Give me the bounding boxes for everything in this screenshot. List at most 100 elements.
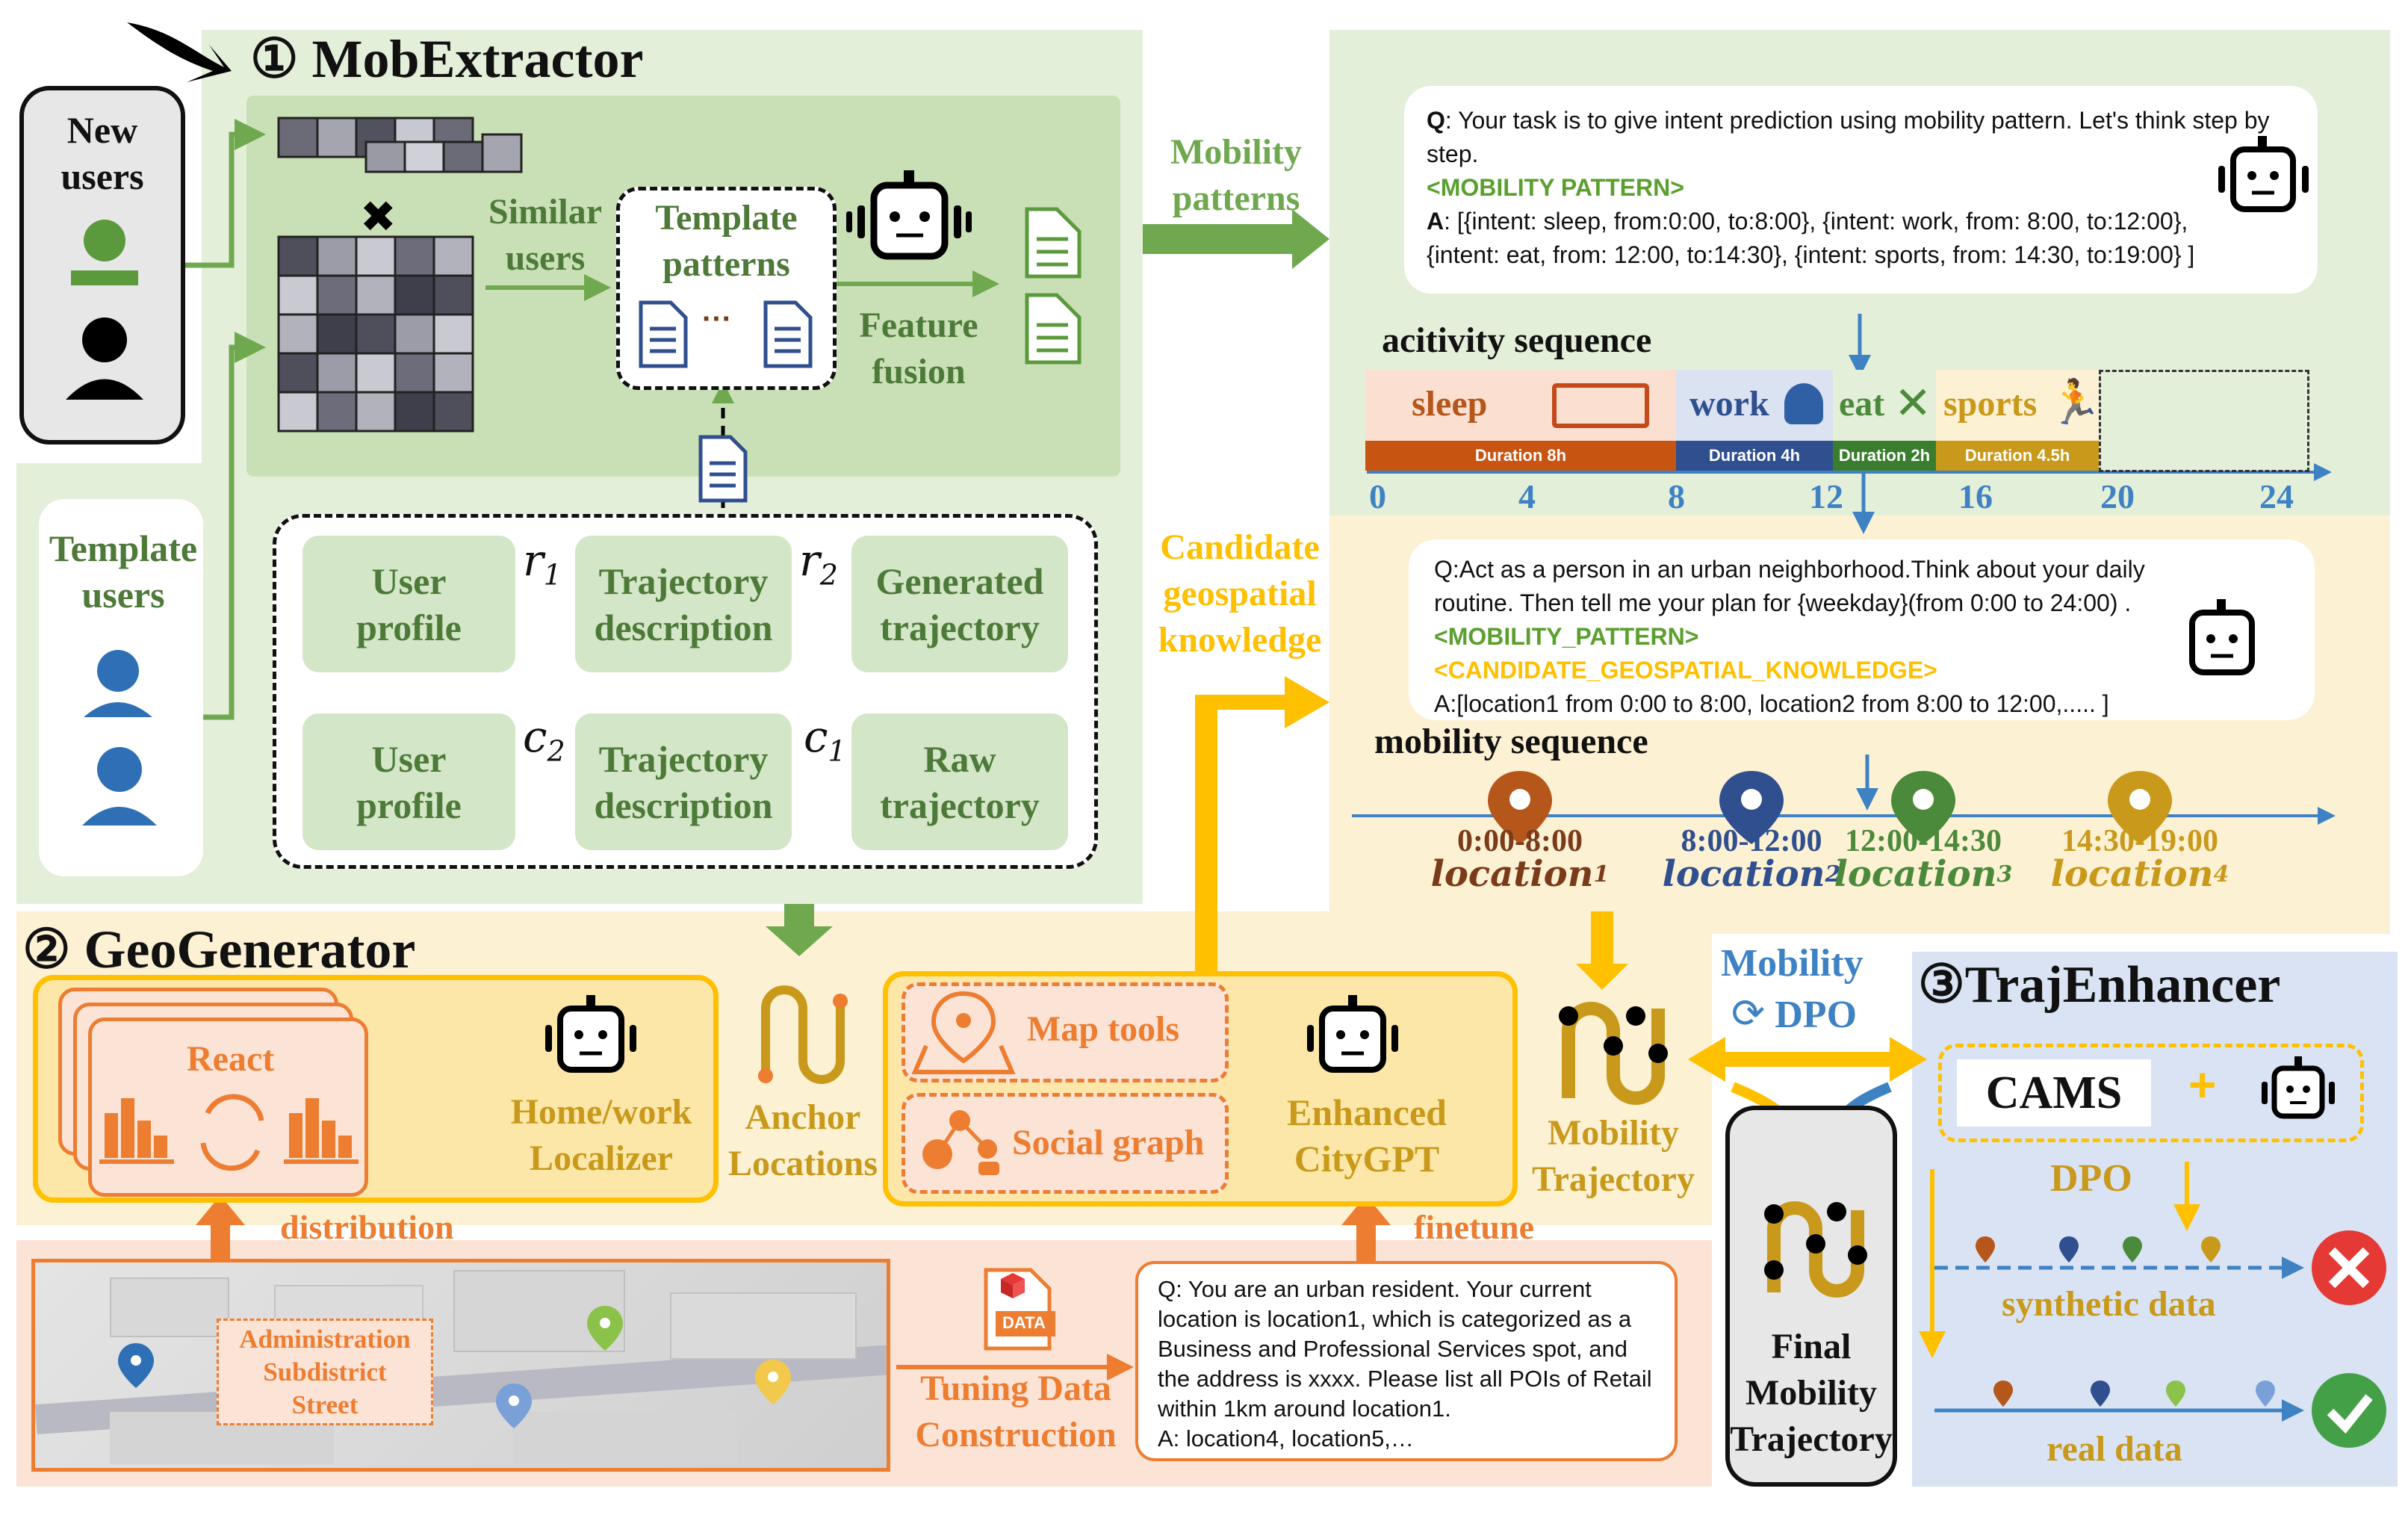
distribution-label: distribution (280, 1208, 454, 1246)
section1-title: ① MobExtractor (250, 29, 644, 89)
map-tools-label: Map tools (1027, 1009, 1179, 1049)
matrix-cell (355, 352, 397, 394)
cams-dashed-box (1938, 1044, 2364, 1142)
pin-icon-3 (1891, 771, 1955, 844)
data-icon-label: DATA (1002, 1313, 1046, 1332)
raw-trajectory-box: Raw trajectory (851, 713, 1068, 850)
intent-prompt-bubble: Q: Your task is to give intent predictio… (1404, 86, 2318, 294)
template-users-label: Template users (49, 527, 198, 616)
cams-label: CAMS (1957, 1059, 2151, 1127)
activity-sequence-title: acitivity sequence (1382, 320, 1652, 360)
mobility-trajectory-label: Mobility Trajectory (1532, 1113, 1695, 1199)
c2-label: c2 (523, 711, 565, 768)
utensils-icon: ✕ (1894, 378, 1932, 428)
synthetic-data-label: synthetic data (2002, 1284, 2216, 1324)
matrix-cell (355, 391, 397, 433)
matrix-cell (316, 391, 358, 433)
final-trajectory-label: Final Mobility Trajectory (1730, 1327, 1893, 1459)
anchor-locations-label: Anchor Locations (727, 1097, 878, 1183)
activity-segment-eat: eat ✕ Duration 2h (1833, 370, 1936, 471)
activity-segment-sleep: sleep Duration 8h (1365, 370, 1676, 471)
map-tools-button (902, 982, 1229, 1082)
trajectory-description-box-2: Trajectory description (575, 713, 792, 850)
matrix-cell (394, 391, 435, 433)
pin-icon-1 (1488, 771, 1552, 844)
feature-fusion-label: Feature fusion (859, 306, 978, 391)
mobility-patterns-label: Mobility patterns (1170, 132, 1302, 218)
tick-0: 0 (1369, 477, 1386, 515)
tuning-data-label: Tuning Data Construction (915, 1369, 1117, 1455)
ellipsis: ··· (702, 303, 732, 335)
admin-subdistrict-box: Administration Subdistrict Street (217, 1319, 433, 1425)
similar-users-label: Similar users (488, 192, 602, 278)
matrix-cell (432, 391, 474, 433)
start-arrow (127, 22, 232, 82)
map-view[interactable] (31, 1259, 890, 1472)
poi-prompt-bubble: Q: You are an urban resident. Your curre… (1135, 1261, 1678, 1461)
worker-icon (1784, 383, 1823, 424)
social-graph-button (902, 1093, 1229, 1194)
finetune-label: finetune (1414, 1208, 1534, 1246)
activity-segment-work: work Duration 4h (1676, 370, 1833, 471)
plus-sign: + (2188, 1058, 2217, 1112)
trajectory-description-box-1: Trajectory description (575, 536, 792, 672)
cycle-icon: ⟳ (1731, 991, 1766, 1036)
enhanced-citygpt-label: Enhanced CityGPT (1287, 1091, 1447, 1180)
c1-label: c1 (804, 711, 846, 768)
user-profile-box-2: User profile (302, 713, 515, 850)
tick-12: 12 (1809, 477, 1843, 515)
tick-20: 20 (2100, 477, 2135, 515)
r2-label: r2 (799, 535, 838, 592)
tick-4: 4 (1518, 477, 1536, 515)
mobility-dpo-label-1: Mobility (1721, 942, 1864, 985)
template-patterns-label: Template patterns (655, 198, 798, 284)
user-profile-box-1: User profile (302, 536, 515, 672)
new-users-label: New users (60, 109, 144, 197)
plan-prompt-bubble: Q:Act as a person in an urban neighborho… (1409, 539, 2315, 720)
mobility-sequence-title: mobility sequence (1374, 722, 1648, 761)
tick-8: 8 (1668, 477, 1685, 515)
react-label: React (187, 1039, 275, 1079)
candidate-knowledge-label: Candidate geospatial knowledge (1158, 527, 1322, 660)
activity-segment-sports: sports 🏃 Duration 4.5h (1936, 370, 2103, 471)
svg-text:✖: ✖ (360, 191, 397, 242)
section3-title: ③TrajEnhancer (1918, 956, 2281, 1014)
matrix-cell (394, 352, 435, 394)
dpo-label: DPO (2050, 1157, 2132, 1200)
matrix-cell (394, 313, 435, 355)
tick-24: 24 (2259, 477, 2294, 515)
activity-segment-empty (2099, 370, 2309, 472)
tick-16: 16 (1958, 477, 1993, 515)
bed-icon (1552, 383, 1649, 428)
pin-icon-2 (1719, 771, 1784, 844)
runner-icon: 🏃 (2048, 378, 2103, 427)
